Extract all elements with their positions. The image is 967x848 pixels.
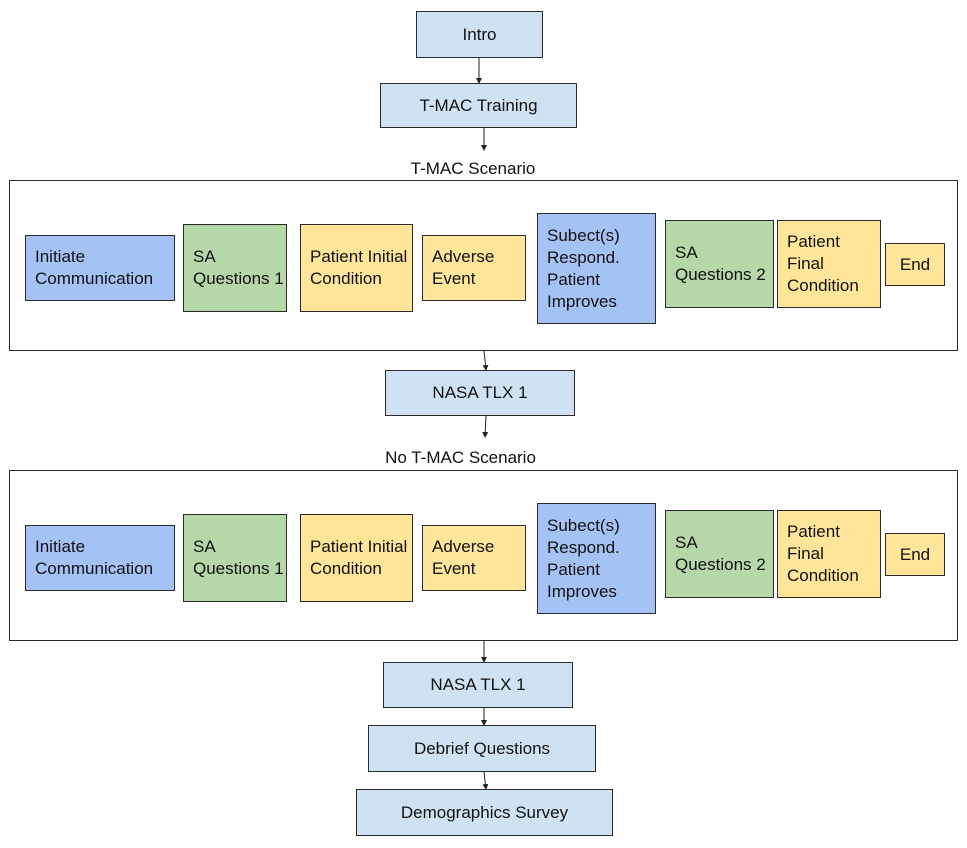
intro-box: Intro (416, 11, 543, 58)
step-label: Patient Initial Condition (310, 537, 408, 578)
arrow-debrief-to-demographics (482, 771, 489, 790)
step-label: Subect(s) Respond. Patient Improves (547, 225, 620, 311)
arrow-scenario-1-to-nasa-tlx-1 (482, 350, 489, 371)
scenario-1-step-subjects-respond: Subect(s) Respond. Patient Improves (537, 213, 656, 324)
scenario-2-step-adverse-event: Adverse Event (422, 525, 526, 591)
scenario-1-step-end: End (885, 243, 945, 286)
debrief-label: Debrief Questions (413, 738, 551, 758)
scenario-title-no-tmac: No T-MAC Scenario (385, 448, 536, 467)
step-label: Adverse Event (432, 537, 495, 578)
nasa-tlx-1-box: NASA TLX 1 (385, 370, 575, 416)
scenario-2-step-end: End (885, 533, 945, 576)
scenario-container-tmac (9, 180, 958, 351)
step-label: SA Questions 1 (193, 247, 284, 288)
nasa-tlx-2-box: NASA TLX 1 (383, 662, 573, 708)
step-label: SA Questions 2 (675, 533, 766, 574)
demographics-label: Demographics Survey (400, 802, 569, 822)
step-label: SA Questions 1 (193, 537, 284, 578)
step-label: Adverse Event (432, 247, 495, 288)
scenario-2-step-sa-questions-2: SA Questions 2 (665, 510, 774, 598)
nasa-tlx-1-label: NASA TLX 1 (432, 383, 528, 402)
step-label: Initiate Communication (35, 247, 154, 288)
scenario-1-step-sa-questions-2: SA Questions 2 (665, 220, 774, 308)
scenario-title-tmac: T-MAC Scenario (410, 159, 536, 178)
step-label: Patient Final Condition (787, 232, 859, 295)
step-label: Initiate Communication (35, 537, 154, 578)
step-label: Patient Final Condition (787, 522, 859, 585)
scenario-2-step-patient-initial-condition: Patient Initial Condition (300, 514, 413, 602)
demographics-survey-box: Demographics Survey (356, 789, 613, 836)
scenario-1-step-adverse-event: Adverse Event (422, 235, 526, 301)
scenario-1-step-sa-questions-1: SA Questions 1 (183, 224, 287, 312)
step-label: Subect(s) Respond. Patient Improves (547, 515, 620, 601)
scenario-2-step-subjects-respond: Subect(s) Respond. Patient Improves (537, 503, 656, 614)
scenario-2-step-sa-questions-1: SA Questions 1 (183, 514, 287, 602)
scenario-2-step-initiate-communication: Initiate Communication (25, 525, 175, 591)
training-label: T-MAC Training (419, 95, 538, 115)
nasa-tlx-2-label: NASA TLX 1 (430, 675, 526, 694)
step-label: End (899, 544, 931, 564)
scenario-1-step-patient-initial-condition: Patient Initial Condition (300, 224, 413, 312)
step-label: Patient Initial Condition (310, 247, 408, 288)
scenario-container-no-tmac (9, 470, 958, 641)
intro-label: Intro (462, 24, 497, 44)
arrow-nasa-tlx-1-to-scenario-2 (482, 415, 489, 438)
step-label: End (899, 254, 931, 274)
scenario-2-step-patient-final-condition: Patient Final Condition (777, 510, 881, 598)
scenario-1-step-initiate-communication: Initiate Communication (25, 235, 175, 301)
scenario-1-step-patient-final-condition: Patient Final Condition (777, 220, 881, 308)
debrief-questions-box: Debrief Questions (368, 725, 596, 772)
step-label: SA Questions 2 (675, 243, 766, 284)
training-box: T-MAC Training (380, 83, 577, 128)
